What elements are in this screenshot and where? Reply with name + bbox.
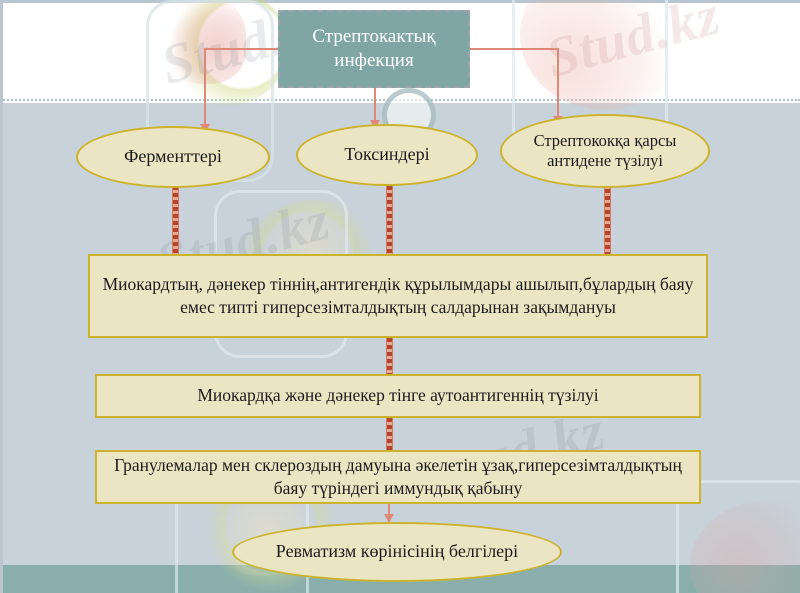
node-title-streptococcal-infection[interactable]: Стрептокактық инфекция [278, 10, 470, 88]
node-stage-autoantigen-formation-label: Миокардқа және дәнекер тінге аутоантиген… [197, 385, 599, 406]
node-branch-toxins[interactable]: Токсиндері [296, 124, 478, 186]
node-result-rheumatism-signs-label: Ревматизм көрінісінің белгілері [275, 541, 519, 562]
node-branch-antibody-formation[interactable]: Стрептококқа қарсы антидене түзілуі [500, 114, 710, 188]
connector-title-to-enzymes-horizontal [205, 48, 283, 50]
node-title-label: Стрептокактық инфекция [312, 25, 436, 71]
connector-toxins-to-stage1 [386, 186, 393, 256]
connector-stage1-to-stage2 [386, 338, 393, 374]
node-stage-immune-inflammation[interactable]: Гранулемалар мен склероздың дамуына әкел… [95, 450, 701, 504]
connector-antibody-to-stage1 [604, 182, 611, 256]
connector-title-to-enzymes-vertical [204, 48, 206, 126]
node-stage-immune-inflammation-label: Гранулемалар мен склероздың дамуына әкел… [114, 454, 682, 498]
slide-top-edge [0, 0, 800, 3]
slide-left-edge [0, 0, 3, 593]
arrowhead-to-result [384, 514, 394, 523]
connector-title-to-antibody-vertical [557, 48, 559, 118]
connector-enzymes-to-stage1 [172, 186, 179, 256]
background-divider-line [0, 99, 800, 101]
node-branch-antibody-formation-label: Стрептококқа қарсы антидене түзілуі [533, 130, 677, 170]
connector-title-to-toxins-vertical [374, 88, 376, 122]
node-branch-enzymes-label: Ферменттері [124, 146, 222, 167]
node-stage-myocardium-damage[interactable]: Миокардтың, дәнекер тіннің,антигендік құ… [88, 254, 708, 338]
node-branch-enzymes[interactable]: Ферменттері [76, 126, 270, 188]
node-stage-myocardium-damage-label: Миокардтың, дәнекер тіннің,антигендік құ… [102, 273, 694, 317]
connector-stage2-to-stage3 [386, 418, 393, 450]
connector-stage3-to-result-vertical [388, 504, 390, 518]
node-result-rheumatism-signs[interactable]: Ревматизм көрінісінің белгілері [232, 522, 562, 582]
node-branch-toxins-label: Токсиндері [344, 144, 430, 165]
node-stage-autoantigen-formation[interactable]: Миокардқа және дәнекер тінге аутоантиген… [95, 374, 701, 418]
connector-title-to-antibody-horizontal [467, 48, 559, 50]
